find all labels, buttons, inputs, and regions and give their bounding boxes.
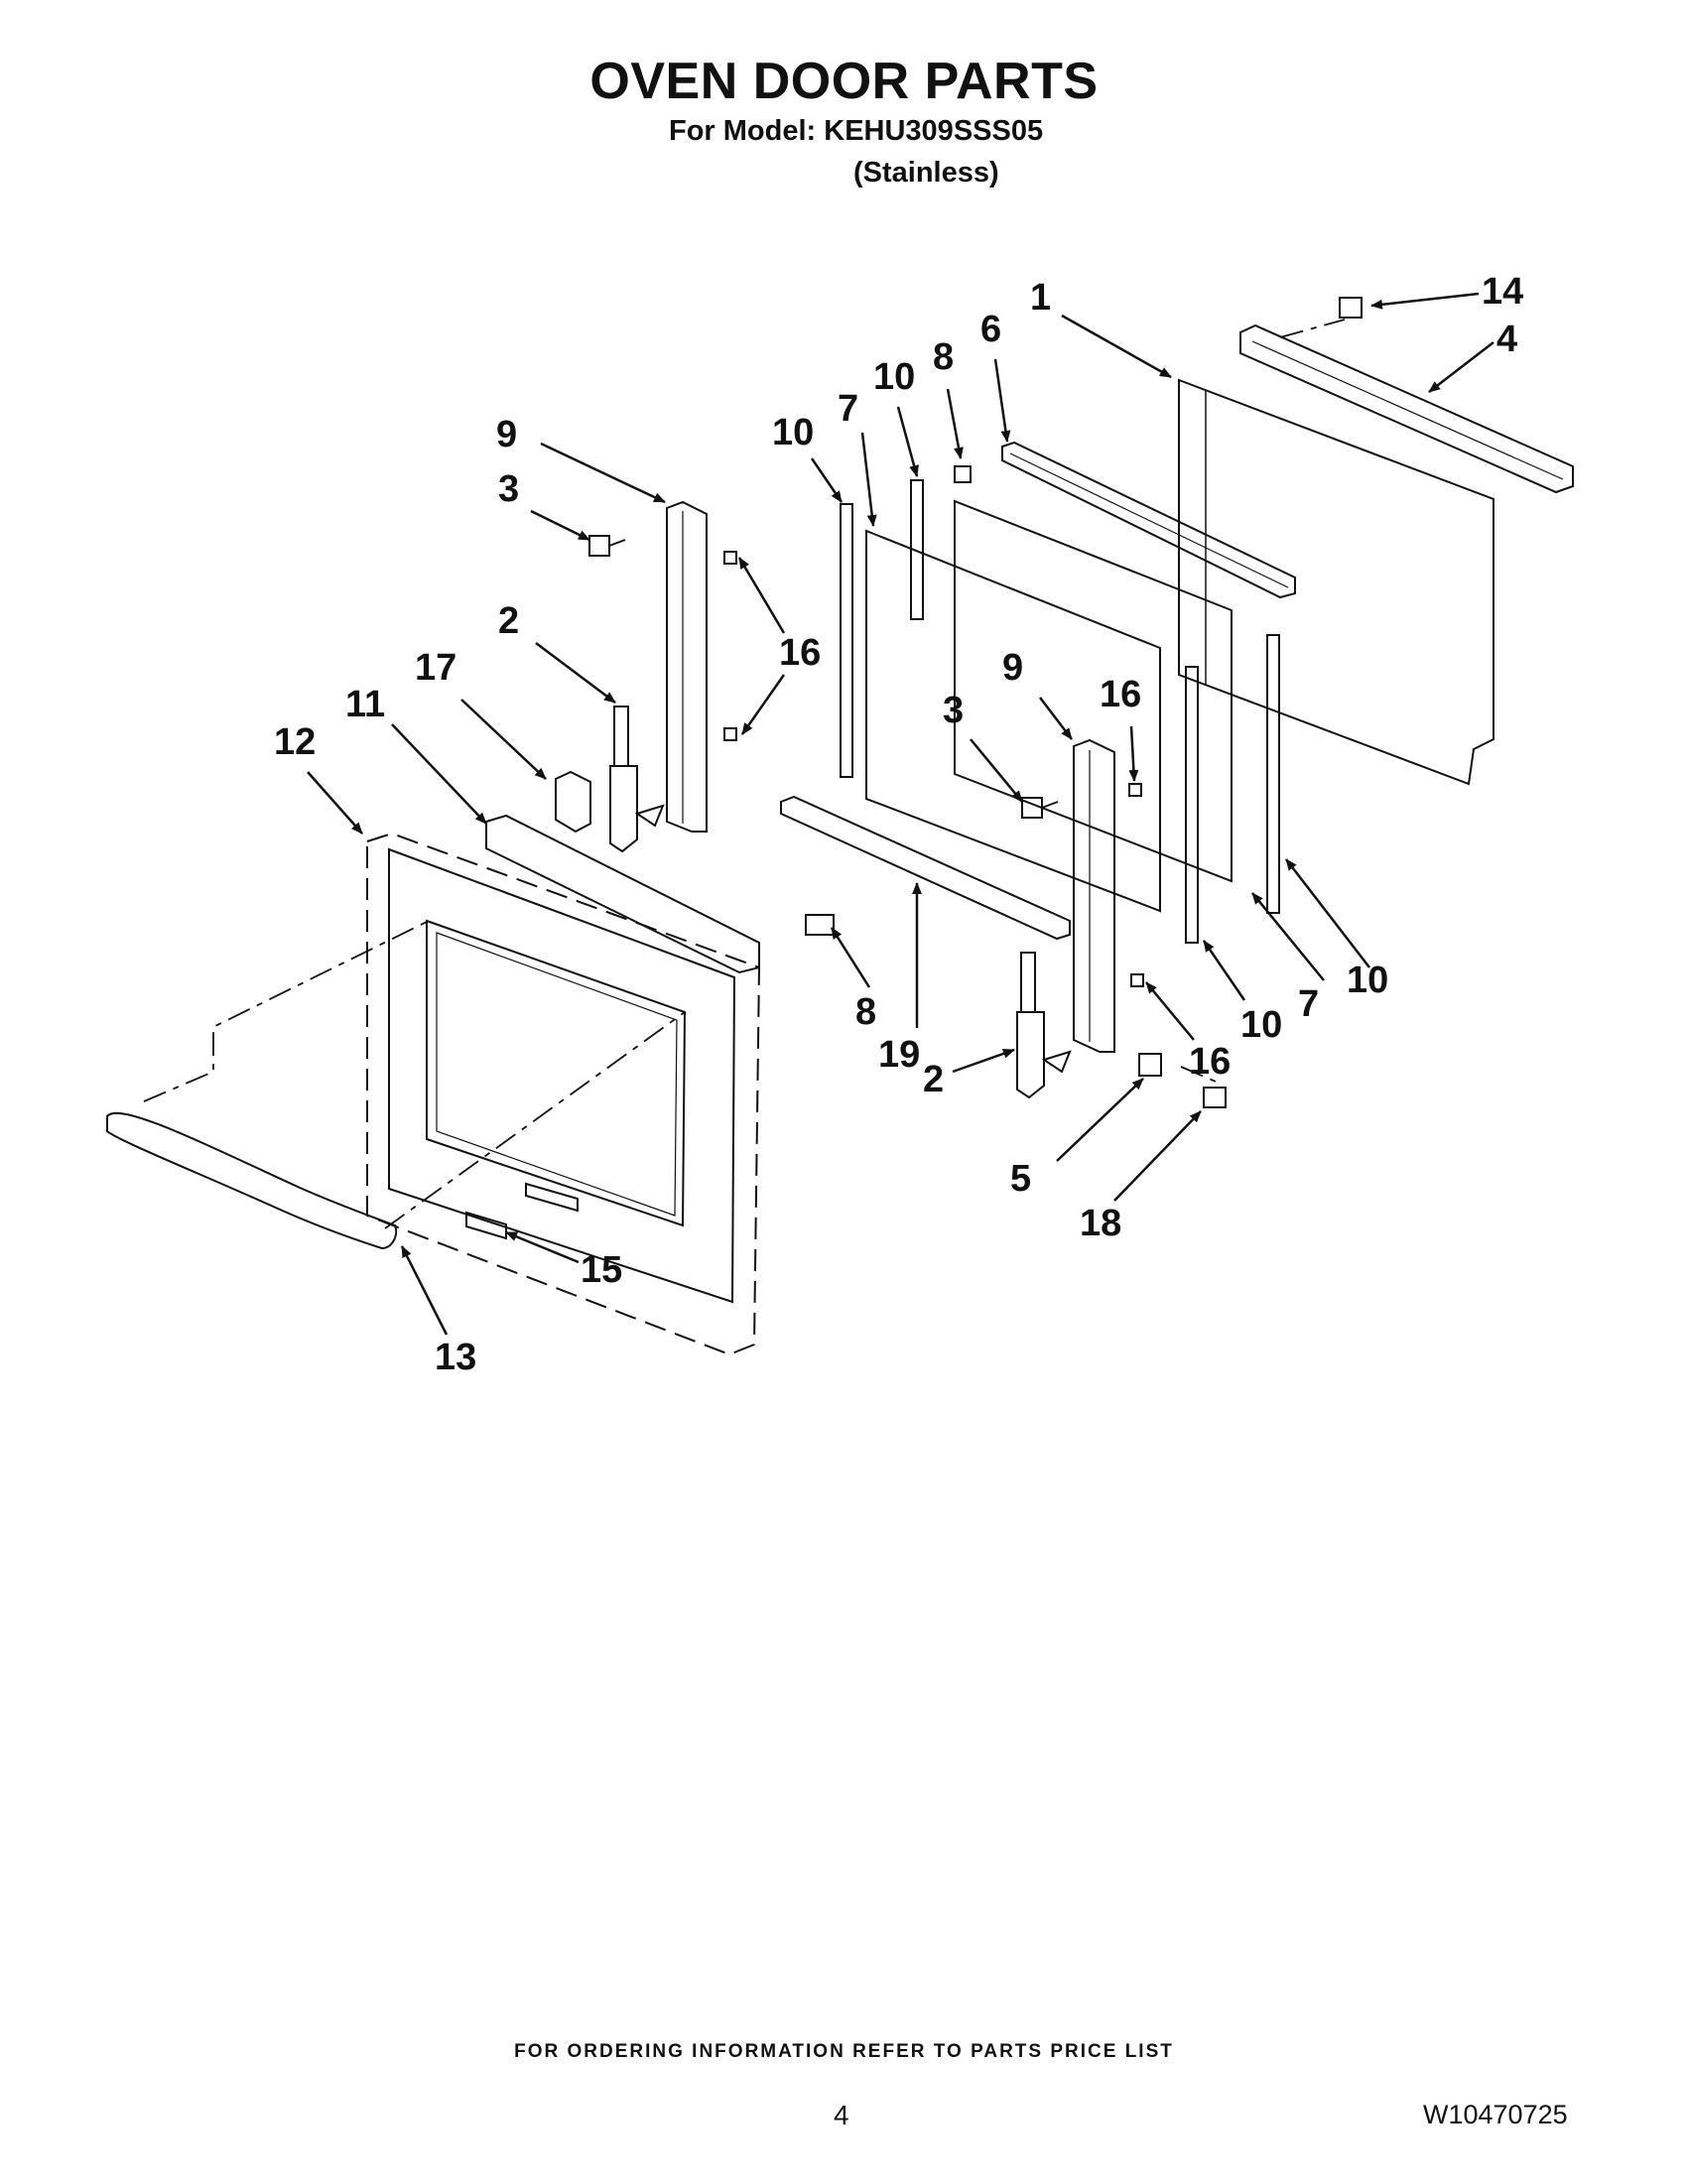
bracket [555, 770, 591, 834]
callout-4: 4 [1496, 319, 1517, 360]
callout-3-left: 3 [498, 468, 519, 510]
clip [723, 551, 737, 565]
screw-right [1021, 797, 1059, 819]
callout-8-bottom: 8 [855, 991, 876, 1033]
door-vent [1001, 441, 1296, 599]
callout-3-right: 3 [943, 690, 964, 731]
callout-16-right-bottom: 16 [1189, 1041, 1231, 1083]
door-strip [485, 814, 760, 974]
hinge-left-body [609, 765, 638, 853]
callout-18: 18 [1080, 1203, 1121, 1244]
callout-11: 11 [345, 684, 385, 725]
callout-13: 13 [435, 1337, 476, 1378]
ordering-note: FOR ORDERING INFORMATION REFER TO PARTS … [514, 2041, 1174, 2062]
callout-5: 5 [1010, 1158, 1031, 1200]
door-window [426, 919, 687, 1227]
callout-10-top-left: 10 [772, 412, 814, 453]
callout-1: 1 [1030, 277, 1051, 319]
document-number: W10470725 [1423, 2100, 1568, 2129]
callout-9-right: 9 [1002, 647, 1023, 689]
callout-15: 15 [581, 1249, 622, 1291]
model-line: For Model: KEHU309SSS05 [669, 115, 1044, 147]
door-stop [1138, 1053, 1162, 1077]
outer-door-glass [1178, 378, 1494, 786]
callout-14: 14 [1482, 271, 1523, 313]
glass-spacer [1266, 634, 1280, 914]
callout-16-left: 16 [779, 632, 821, 674]
screw-front [805, 914, 835, 936]
callout-12: 12 [274, 721, 316, 763]
door-panel [388, 847, 736, 1304]
glass-spacer [840, 503, 853, 778]
callout-9-left: 9 [496, 414, 517, 455]
glass-spacer [910, 479, 924, 620]
callout-16-right-top: 16 [1100, 674, 1141, 715]
hinge-receiver-right [1073, 738, 1115, 1053]
callout-10-bottom-left: 10 [1240, 1004, 1282, 1046]
hinge-left [613, 706, 629, 767]
screw-trim [1339, 297, 1363, 319]
screw-top [954, 465, 972, 483]
callout-19: 19 [878, 1034, 920, 1076]
top-door-trim [1239, 323, 1574, 494]
page-title: OVEN DOOR PARTS [589, 53, 1099, 110]
hinge-right-body [1016, 1011, 1045, 1099]
door-handle [106, 1111, 398, 1250]
hinge-receiver-left [666, 500, 708, 833]
callout-10-top-right: 10 [873, 356, 915, 398]
callout-7-bottom: 7 [1298, 983, 1319, 1025]
finish-label: (Stainless) [853, 157, 999, 189]
bottom-channel [780, 795, 1071, 941]
callout-2-left: 2 [498, 600, 519, 642]
callout-2-right: 2 [923, 1059, 944, 1100]
screw-left [588, 535, 626, 557]
callout-7-top: 7 [838, 388, 858, 430]
inner-glass-rear [954, 499, 1233, 883]
callout-10-bottom-right: 10 [1347, 960, 1388, 1001]
screw-bottom [1203, 1087, 1227, 1108]
badge-slot [525, 1182, 579, 1213]
clip [1130, 973, 1144, 987]
callout-8-top: 8 [933, 336, 954, 378]
hinge-right [1020, 952, 1036, 1013]
glass-spacer [1185, 666, 1199, 944]
inner-glass-front [865, 529, 1161, 913]
page-number: 4 [834, 2100, 849, 2130]
callout-6: 6 [980, 309, 1001, 350]
clip [1128, 783, 1142, 797]
callout-17: 17 [415, 647, 456, 689]
clip [723, 727, 737, 741]
